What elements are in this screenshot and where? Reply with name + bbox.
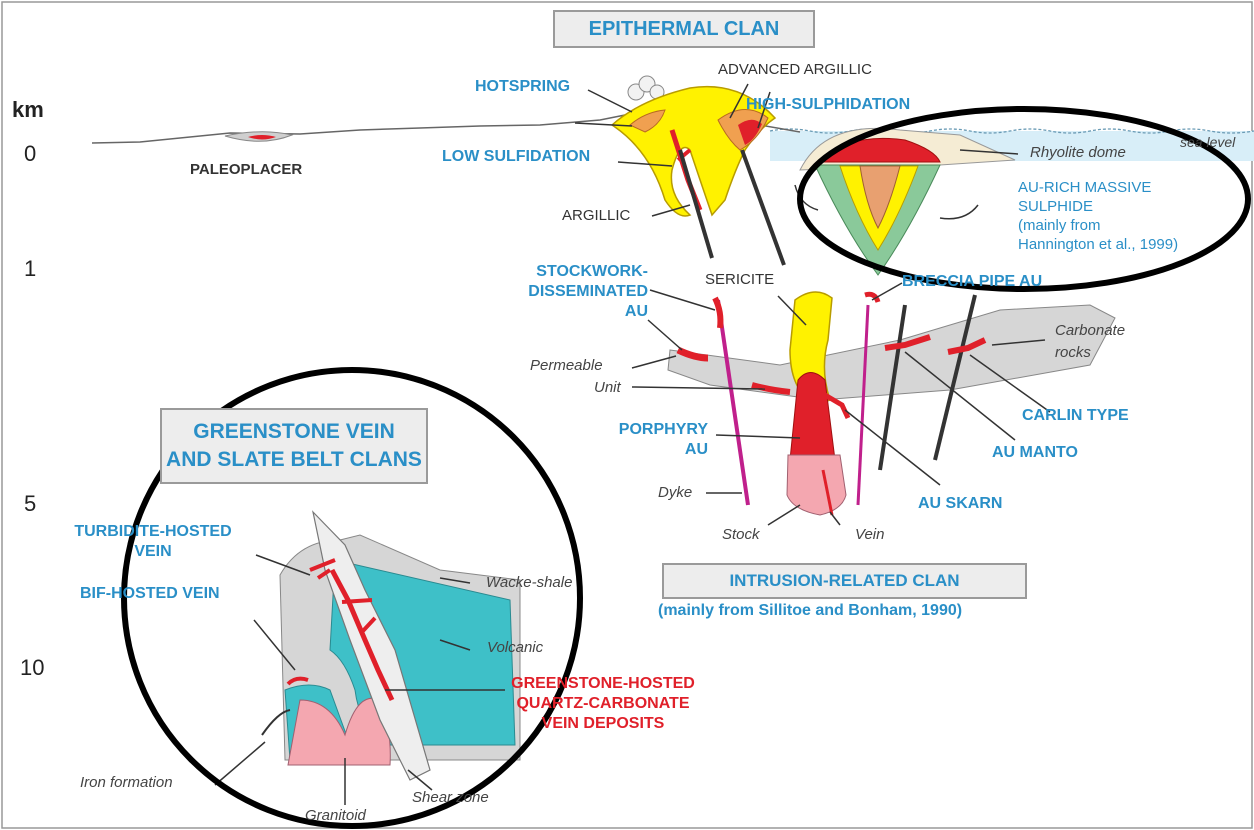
shear-zone-label: Shear zone xyxy=(412,790,489,807)
advanced-argillic-label: ADVANCED ARGILLIC xyxy=(718,62,872,79)
carlin-type-label: CARLIN TYPE xyxy=(1022,407,1129,425)
bif-hosted-vein-label: BIF-HOSTED VEIN xyxy=(80,585,220,603)
au-rich-line1: AU-RICH MASSIVE xyxy=(1018,178,1178,197)
porphyry-line1: PORPHYRY xyxy=(600,420,708,440)
greenstone-title-line1: GREENSTONE VEIN xyxy=(162,418,426,446)
dyke-left xyxy=(718,300,748,505)
porphyry-au-label: PORPHYRY AU xyxy=(600,420,708,460)
iron-formation-label: Iron formation xyxy=(80,775,173,792)
high-sulphidation-label: HIGH-SULPHIDATION xyxy=(746,96,910,114)
greenstone-hosted-deposits-label: GREENSTONE-HOSTED QUARTZ-CARBONATE VEIN … xyxy=(490,674,716,734)
argillic-label: ARGILLIC xyxy=(562,208,630,225)
low-sulfidation-label: LOW SULFIDATION xyxy=(442,148,590,166)
au-manto-label: AU MANTO xyxy=(992,444,1078,462)
rotation-arrow-right xyxy=(940,205,978,219)
axis-tick-5: 5 xyxy=(24,492,36,517)
sea-level-label: sea level xyxy=(1180,135,1235,151)
stock-label: Stock xyxy=(722,527,760,544)
au-rich-line2: SULPHIDE xyxy=(1018,197,1178,216)
steam-cloud xyxy=(628,76,664,100)
permeable-label: Permeable xyxy=(530,358,603,375)
greenstone-hosted-line1: GREENSTONE-HOSTED xyxy=(490,674,716,694)
unit-label: Unit xyxy=(594,380,621,397)
dyke-label: Dyke xyxy=(658,485,692,502)
axis-unit-label: km xyxy=(12,98,44,123)
carbonate-rocks-label: Carbonate rocks xyxy=(1055,320,1125,364)
stockwork-line2: DISSEMINATED xyxy=(508,282,648,302)
carbonate-line2: rocks xyxy=(1055,342,1125,364)
stockwork-line1: STOCKWORK- xyxy=(508,262,648,282)
turbidite-hosted-vein-label: TURBIDITE-HOSTED VEIN xyxy=(58,522,248,562)
stock-body xyxy=(787,455,846,515)
stockwork-line3: AU xyxy=(508,302,648,322)
intrusion-source-label: (mainly from Sillitoe and Bonham, 1990) xyxy=(658,602,962,620)
turbidite-line2: VEIN xyxy=(58,542,248,562)
granitoid-label: Granitoid xyxy=(305,808,366,825)
au-rich-massive-sulphide-label: AU-RICH MASSIVE SULPHIDE (mainly from Ha… xyxy=(1018,178,1178,254)
axis-tick-0: 0 xyxy=(24,142,36,167)
stockwork-ore xyxy=(715,298,720,328)
au-rich-line3: (mainly from xyxy=(1018,216,1178,235)
porphyry-line2: AU xyxy=(600,440,708,460)
fault-right xyxy=(742,150,784,265)
greenstone-clan-title: GREENSTONE VEIN AND SLATE BELT CLANS xyxy=(160,408,428,484)
volcanic-label: Volcanic xyxy=(487,640,543,657)
axis-tick-1: 1 xyxy=(24,257,36,282)
greenstone-hosted-line2: QUARTZ-CARBONATE xyxy=(490,694,716,714)
sericite-label: SERICITE xyxy=(705,272,774,289)
greenstone-title-line2: AND SLATE BELT CLANS xyxy=(162,446,426,474)
au-rich-line4: Hannington et al., 1999) xyxy=(1018,235,1178,254)
intrusion-clan-title: INTRUSION-RELATED CLAN xyxy=(662,563,1027,599)
breccia-pipe-label: BRECCIA PIPE AU xyxy=(902,273,1042,291)
au-skarn-label: AU SKARN xyxy=(918,495,1002,513)
vein-label: Vein xyxy=(855,527,884,544)
carbonate-line1: Carbonate xyxy=(1055,320,1125,342)
epithermal-clan-title: EPITHERMAL CLAN xyxy=(553,10,815,48)
greenstone-hosted-line3: VEIN DEPOSITS xyxy=(490,714,716,734)
wacke-shale-label: Wacke-shale xyxy=(486,575,572,592)
hotspring-label: HOTSPRING xyxy=(475,78,570,96)
rhyolite-dome-label: Rhyolite dome xyxy=(1030,145,1126,162)
dyke-center xyxy=(858,305,868,505)
paleoplacer-label: PALEOPLACER xyxy=(190,162,302,179)
turbidite-line1: TURBIDITE-HOSTED xyxy=(58,522,248,542)
stockwork-disseminated-label: STOCKWORK- DISSEMINATED AU xyxy=(508,262,648,322)
axis-tick-10: 10 xyxy=(20,656,44,681)
